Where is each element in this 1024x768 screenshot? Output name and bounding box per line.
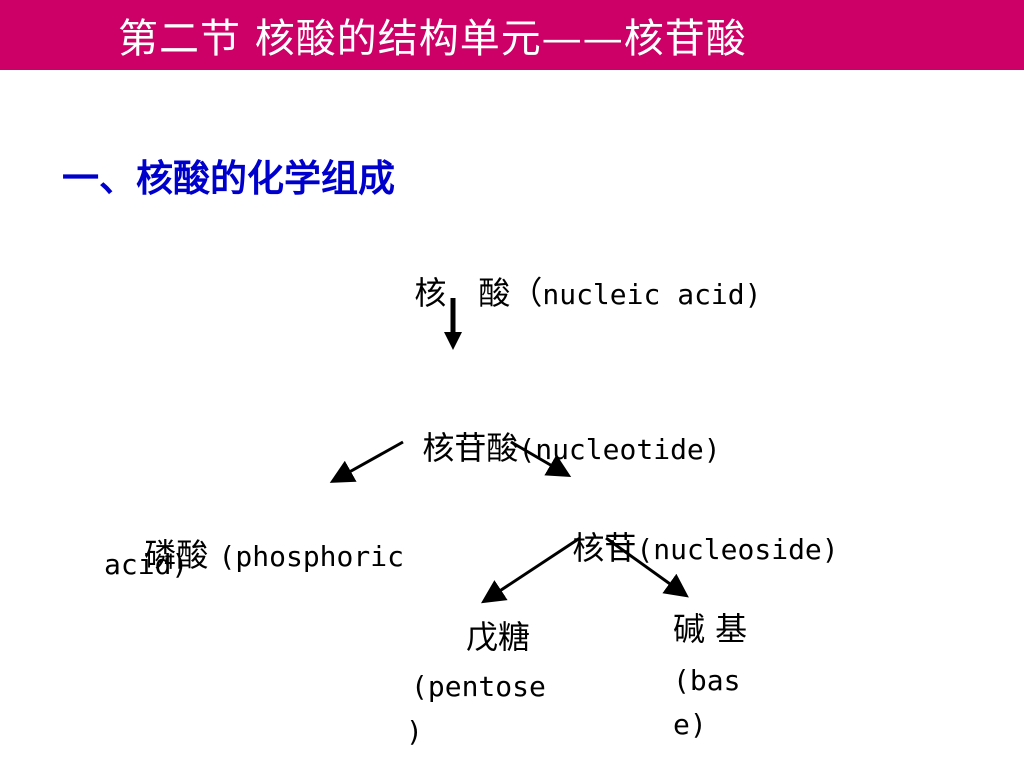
node-phosphoric-acid: 磷酸 (phosphoric <box>124 498 404 575</box>
node-phosphoric-acid-line2: acid) <box>104 548 189 581</box>
node-nucleoside-en: (nucleoside) <box>636 533 839 567</box>
node-nucleoside-cn: 核苷 <box>572 529 637 568</box>
section-heading: 一、核酸的化学组成 <box>62 157 395 200</box>
node-base-en: (bas <box>673 664 741 697</box>
node-pentose-en: (pentose <box>411 670 546 703</box>
node-pentose-cn: 戊糖 <box>466 618 531 656</box>
node-nucleic-acid-cn: 核 酸（ <box>414 274 543 313</box>
title-bar: 第二节 核酸的结构单元——核苷酸 <box>0 0 1024 70</box>
node-nucleic-acid: 核 酸（nucleic acid) <box>394 236 762 313</box>
node-base-en-line2: e) <box>673 708 707 741</box>
node-pentose-en-line2: ) <box>406 715 423 748</box>
node-nucleic-acid-en: nucleic acid) <box>542 278 762 312</box>
slide-title: 第二节 核酸的结构单元——核苷酸 <box>118 16 747 62</box>
node-nucleotide-cn: 核苷酸 <box>422 429 519 468</box>
node-nucleotide-en: (nucleotide) <box>518 433 721 467</box>
node-nucleotide: 核苷酸(nucleotide) <box>402 391 721 468</box>
node-phosphoric-acid-cn: 磷酸 <box>144 536 219 575</box>
node-nucleoside: 核苷(nucleoside) <box>552 491 839 568</box>
node-phosphoric-acid-en: (phosphoric <box>218 540 404 574</box>
arrow-nucleotide-to-phosphoric-acid <box>329 440 404 483</box>
node-base-cn: 碱 基 <box>673 610 748 648</box>
arrow-head-down <box>444 332 462 350</box>
